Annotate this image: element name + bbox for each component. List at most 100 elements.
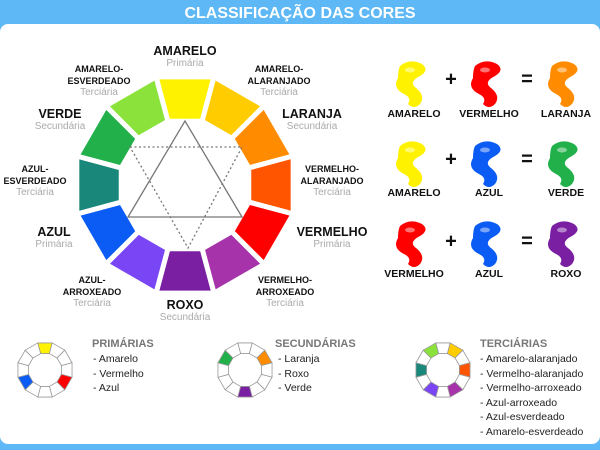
- label-name: ROXO: [166, 298, 204, 312]
- list-item: - Azul: [93, 382, 120, 394]
- paint-vermelho-highlight: [480, 67, 490, 73]
- paint-amarelo-highlight: [405, 67, 415, 73]
- paint-laranja: [548, 61, 578, 107]
- label-type: Secundária: [286, 121, 338, 132]
- list-item: - Verde: [278, 382, 312, 394]
- mix2-result-label: VERDE: [547, 187, 585, 199]
- label-type: Terciária: [266, 298, 304, 309]
- label-name: VERMELHO-: [305, 164, 359, 174]
- list-item: - Azul-esverdeado: [480, 411, 565, 423]
- label-type: Terciária: [80, 87, 118, 98]
- label-name: AMARELO: [153, 44, 217, 58]
- list-item: - Vermelho: [93, 367, 144, 380]
- wheel-segment-amarelo-esverdeado: [224, 342, 242, 359]
- legend-secundarias-title: SECUNDÁRIAS: [275, 338, 356, 350]
- paint-amarelo: [396, 141, 426, 187]
- label-name: VERMELHO-: [257, 275, 312, 285]
- label-type: Primária: [35, 239, 73, 250]
- plus-sign: +: [445, 230, 457, 253]
- paint-verde: [548, 141, 578, 187]
- paint-azul-highlight: [480, 227, 490, 233]
- equals-sign: =: [521, 68, 533, 91]
- label-type: Terciária: [313, 187, 351, 198]
- paint-verde-highlight: [557, 147, 567, 153]
- label-type: Terciária: [260, 87, 298, 98]
- paint-laranja-highlight: [557, 67, 567, 73]
- mix2-a-label: AMARELO: [387, 187, 441, 199]
- paint-azul: [471, 141, 501, 187]
- equals-sign: =: [521, 148, 533, 171]
- legend-terciarias-list: - Amarelo-alaranjado - Vermelho-alaranjad…: [480, 352, 583, 439]
- mix2-b-label: AZUL: [475, 187, 503, 199]
- equals-sign: =: [521, 230, 533, 253]
- primary-triangle: [126, 119, 244, 218]
- label-name: AMARELO-: [254, 64, 304, 74]
- plus-sign: +: [445, 68, 457, 91]
- label-name: AZUL-: [21, 164, 49, 174]
- mix3-a-label: VERMELHO: [384, 268, 444, 280]
- label-type: Secundária: [159, 312, 211, 323]
- label-name: VERDE: [38, 107, 82, 121]
- label-name: ESVERDEADO: [67, 76, 131, 86]
- list-item: - Amarelo-alaranjado: [480, 353, 578, 365]
- label-name: ARROXEADO: [255, 287, 315, 297]
- mix1-b-label: VERMELHO: [459, 108, 519, 120]
- label-name: LARANJA: [282, 107, 342, 121]
- paint-vermelho-highlight: [405, 227, 415, 233]
- paint-roxo: [548, 221, 578, 267]
- wheel-segment-amarelo-esverdeado: [422, 342, 440, 359]
- list-item: - Roxo: [278, 367, 309, 380]
- paint-vermelho: [396, 221, 426, 267]
- paint-roxo-highlight: [557, 227, 567, 233]
- label-name: ALARANJADO: [247, 76, 311, 86]
- label-name: VERMELHO: [296, 225, 368, 239]
- paint-azul: [471, 221, 501, 267]
- label-name: AMARELO-: [74, 64, 124, 74]
- paint-azul-highlight: [480, 147, 490, 153]
- list-item: - Vermelho-arroxeado: [480, 382, 582, 394]
- wheel-segment-amarelo-esverdeado: [101, 73, 171, 142]
- legend-primarias-title: PRIMÁRIAS: [92, 338, 154, 350]
- mix1-a-label: AMARELO: [387, 108, 441, 120]
- label-name: ARROXEADO: [62, 287, 122, 297]
- label-type: Primária: [166, 58, 204, 69]
- wheel-segment-amarelo-esverdeado: [24, 342, 42, 359]
- paint-vermelho: [471, 61, 501, 107]
- label-type: Primária: [313, 239, 351, 250]
- plus-sign: +: [445, 148, 457, 171]
- label-type: Terciária: [16, 187, 54, 198]
- paint-amarelo: [396, 61, 426, 107]
- page-title: CLASSIFICAÇÃO DAS CORES: [184, 5, 416, 22]
- list-item: - Laranja: [278, 353, 320, 365]
- list-item: - Vermelho-alaranjado: [480, 367, 584, 380]
- mix1-result-label: LARANJA: [540, 108, 592, 120]
- label-name: ESVERDEADO: [3, 176, 67, 186]
- label-type: Secundária: [34, 121, 86, 132]
- legend-secundarias-list: - Laranja - Roxo - Verde: [278, 352, 319, 396]
- mix3-b-label: AZUL: [475, 268, 503, 280]
- label-name: ALARANJADO: [300, 176, 364, 186]
- label-name: AZUL-: [78, 275, 106, 285]
- list-item: - Amarelo-esverdeado: [480, 425, 584, 438]
- legend-primarias-list: - Amarelo - Vermelho - Azul: [93, 352, 144, 396]
- mix3-result-label: ROXO: [550, 268, 582, 280]
- list-item: - Amarelo: [93, 353, 138, 365]
- label-name: AZUL: [37, 225, 71, 239]
- secondary-triangle: [128, 146, 244, 250]
- paint-amarelo-highlight: [405, 147, 415, 153]
- list-item: - Azul-arroxeado: [480, 396, 558, 409]
- label-type: Terciária: [73, 298, 111, 309]
- legend-terciarias-title: TERCIÁRIAS: [480, 338, 548, 350]
